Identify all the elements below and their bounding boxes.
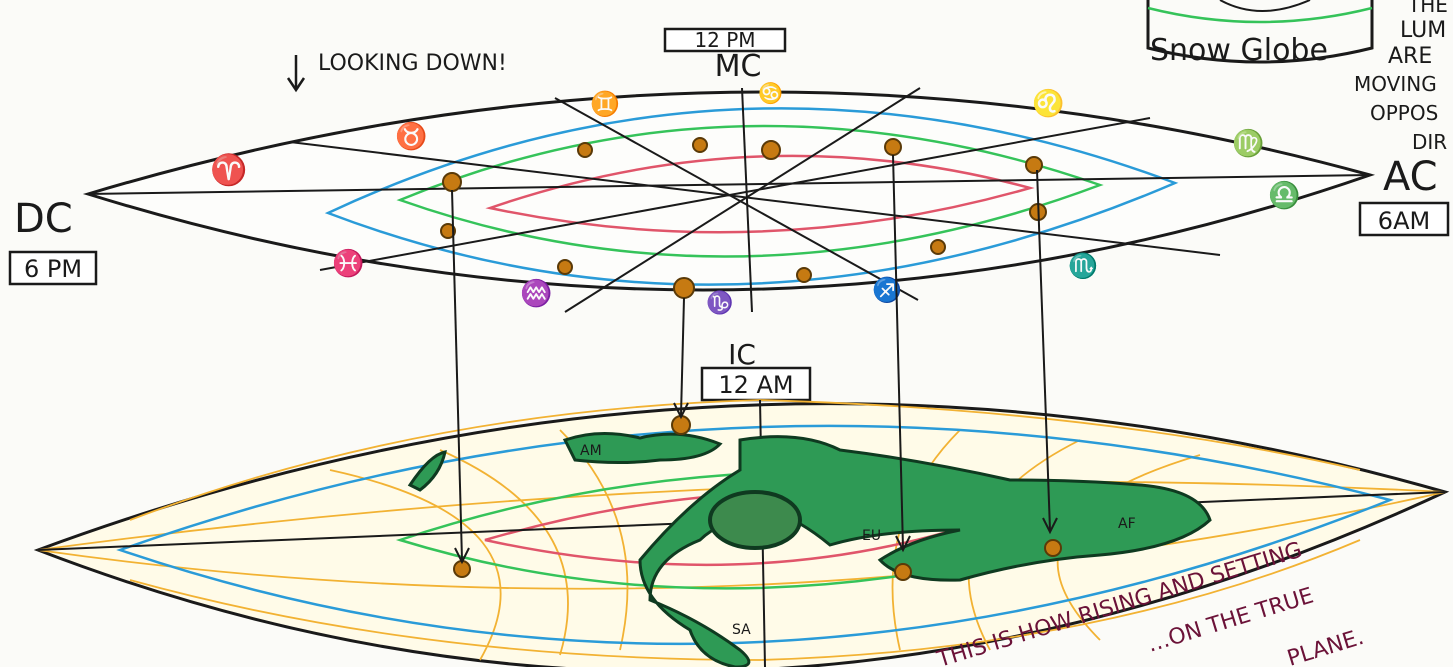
pisces-glyph: ♓ <box>332 248 364 279</box>
continent-label: AM <box>580 443 602 459</box>
zodiac-red-ring <box>485 154 1035 234</box>
dc-label: DC <box>14 196 73 242</box>
side-note-line: ARE <box>1388 44 1432 69</box>
planet-dot <box>442 172 462 192</box>
zodiac-green-ring <box>396 124 1104 258</box>
planet-dot <box>1025 156 1043 174</box>
side-note-line: THE <box>1407 0 1448 17</box>
planet-dot <box>930 239 946 255</box>
side-note-line: LUM <box>1400 18 1446 43</box>
side-note-line: OPPOS <box>1370 101 1438 125</box>
side-note-line: MOVING <box>1354 72 1437 96</box>
earth-plane: AM EU AF SA <box>33 399 1450 667</box>
ic-label-group: IC 12 AM <box>700 338 812 402</box>
north-pole-disc <box>708 490 802 550</box>
planet-dot <box>796 267 812 283</box>
planet-dot <box>673 277 695 299</box>
scorpio-glyph: ♏ <box>1068 252 1098 280</box>
north-america-landmass <box>562 431 723 464</box>
aries-glyph: ♈ <box>210 152 247 188</box>
planet-dot <box>894 563 912 581</box>
continent-label: AF <box>1118 516 1136 532</box>
dc-time-label: 6 PM <box>24 255 82 283</box>
planet-dot <box>761 140 781 160</box>
snow-globe-label: Snow Globe <box>1150 33 1328 68</box>
earth-planets <box>453 415 1062 581</box>
planet-dot <box>692 137 708 153</box>
planet-dot <box>884 138 902 156</box>
leo-glyph: ♌ <box>1032 88 1064 119</box>
aquarius-glyph: ♒ <box>520 278 552 309</box>
virgo-glyph: ♍ <box>1232 128 1264 159</box>
eurasia-africa-landmass <box>638 435 1212 667</box>
projection-arrows <box>451 154 1058 565</box>
zodiac-plane: ♈ ♉ ♊ ♋ ♌ ♍ ♎ ♏ ♐ ♑ ♒ ♓ <box>82 81 1376 316</box>
planet-dot <box>577 142 593 158</box>
planet-dot <box>557 259 573 275</box>
ic-time-label: 12 AM <box>718 371 793 399</box>
house-lines <box>87 87 1371 313</box>
mc-label: MC <box>715 49 762 84</box>
capricorn-glyph: ♑ <box>706 290 733 316</box>
ac-label-group: AC 6AM <box>1358 154 1450 237</box>
looking-down-label: LOOKING DOWN! <box>318 51 507 76</box>
cancer-glyph: ♋ <box>758 81 783 105</box>
bottom-note-line: PLANE. <box>1284 625 1366 667</box>
ac-time-label: 6AM <box>1378 207 1430 235</box>
island-landmass <box>407 450 447 492</box>
looking-down-arrow <box>286 55 306 93</box>
mc-time-label: 12 PM <box>694 28 755 52</box>
continent-labels: AM EU AF SA <box>580 443 1136 638</box>
zodiac-glyphs: ♈ ♉ ♊ ♋ ♌ ♍ ♎ ♏ ♐ ♑ ♒ ♓ <box>210 81 1300 316</box>
mc-time-box <box>663 27 787 53</box>
ac-label: AC <box>1383 154 1438 200</box>
earth-gold-grid <box>37 399 1446 661</box>
planet-dot <box>1044 539 1062 557</box>
continent-label: EU <box>862 528 881 544</box>
side-note: THE LUM ARE MOVING OPPOS DIR <box>1354 0 1448 154</box>
planet-dot <box>440 223 456 239</box>
dc-time-box <box>8 250 98 286</box>
zodiac-blue-ring <box>324 107 1179 286</box>
ic-label: IC <box>728 338 756 371</box>
snow-globe-icon <box>1146 0 1374 64</box>
gemini-glyph: ♊ <box>590 90 620 118</box>
earth-blue-ring <box>116 424 1394 646</box>
ac-time-box <box>1358 201 1450 237</box>
taurus-glyph: ♉ <box>395 121 427 152</box>
dc-label-group: DC 6 PM <box>8 196 98 286</box>
continents <box>407 431 1212 667</box>
mc-label-group: 12 PM MC <box>663 27 787 84</box>
side-note-line: DIR <box>1412 130 1447 154</box>
continent-label: SA <box>732 622 751 638</box>
libra-glyph: ♎ <box>1268 180 1300 211</box>
